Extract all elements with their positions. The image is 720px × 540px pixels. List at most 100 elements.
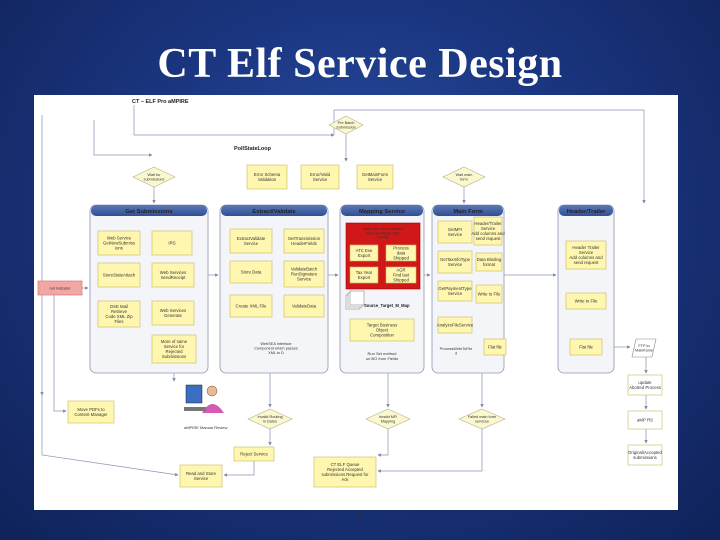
tax-year-export-text-line: Export bbox=[358, 275, 371, 280]
atc-export-text-line: ATC Exe bbox=[356, 248, 373, 253]
computer-monitor-icon bbox=[185, 384, 203, 404]
wait-main-form-decision-text-line: Wait main bbox=[456, 173, 473, 177]
process-data-shipped-text-line: Process bbox=[393, 245, 409, 250]
ht-write-to-file-label: Write to File bbox=[575, 299, 598, 304]
web-services-generate-text-line: Web Services bbox=[160, 308, 186, 313]
get-mfi-service-text-line: Service bbox=[448, 232, 463, 237]
wait-submissions-decision bbox=[132, 166, 176, 188]
read-and-store-service-text-line: Service bbox=[194, 476, 209, 481]
ftp-mainframe-text-line: FTP to bbox=[638, 344, 649, 348]
ht-service-text-line: send request bbox=[574, 260, 600, 265]
get-tax-info-type-service-text-line: GetTaxInfoType bbox=[440, 257, 471, 262]
dse-mail-retrieve-text-line: Files bbox=[114, 319, 123, 324]
data-binding-format-text-line: Data Binding bbox=[477, 257, 502, 262]
xsd-validation-note-text-line: Validation bbox=[258, 177, 277, 182]
main-form-header-trailer-service bbox=[473, 216, 503, 246]
get-payment-type-service bbox=[437, 280, 473, 302]
irs-box-label: IRS bbox=[168, 241, 175, 246]
lane-header-trailer-header bbox=[559, 205, 613, 216]
run-set-method-text-line: Run Set method bbox=[368, 351, 397, 356]
mapping-red-box-note-text-line: Format bbox=[377, 236, 388, 240]
web-service-get-new-submissions-text-line: GetNewSubmiss bbox=[103, 241, 135, 246]
lane-header-trailer-title: Header/Trailer bbox=[567, 209, 606, 215]
get-transmission-header bbox=[283, 228, 325, 254]
ht-service-text-line: Service bbox=[579, 250, 594, 255]
failed-services-decision-text-line: Failed main form bbox=[468, 415, 496, 419]
agr-find-shipped-text-line: AGR bbox=[396, 267, 405, 272]
store-state-attachments-label: StoreStateAttach bbox=[103, 273, 136, 278]
pre-batch-decision bbox=[328, 115, 364, 135]
main-write-to-file-text-line: Write to File bbox=[478, 292, 501, 297]
ht-write-to-file bbox=[565, 292, 607, 310]
ht-flat-file-label: Flat file bbox=[579, 345, 593, 350]
more-of-same-service-text-line: More of same bbox=[161, 339, 188, 344]
get-mfi-service-text-line: GetMFI bbox=[448, 227, 462, 232]
ht-service-text-line: Header Trailer bbox=[572, 245, 600, 250]
tax-year-export bbox=[349, 266, 379, 284]
web-service-get-new-submissions bbox=[97, 230, 141, 256]
invalid-routing-decision-text-line: Invalid Routing bbox=[257, 415, 282, 419]
dse-mail-retrieve-text-line: DSE Mail bbox=[110, 304, 128, 309]
store-data-label: Store Data bbox=[241, 270, 262, 275]
dse-mail-retrieve-text-line: Retrieve bbox=[111, 309, 128, 314]
main-write-to-file-label: Write to File bbox=[478, 292, 501, 297]
validate-data bbox=[283, 294, 325, 318]
flow-arrow bbox=[377, 429, 483, 473]
process-data-shipped-text-line: Shipped bbox=[393, 256, 409, 261]
amp-rs-box-text-line: aMP RS bbox=[637, 418, 653, 423]
web-service-get-new-submissions-text-line: Web Service bbox=[107, 235, 132, 240]
person-body-icon bbox=[202, 404, 224, 413]
analyze-file-service-label: AnalyzeFileService bbox=[437, 323, 474, 328]
original-accepted-submissions bbox=[627, 444, 663, 466]
invalid-mapping-decision-text-line: Invalid MFI bbox=[379, 415, 398, 419]
web-services-send-receipt bbox=[151, 262, 195, 288]
dse-mail-retrieve bbox=[97, 300, 141, 328]
read-and-store-service bbox=[179, 464, 223, 488]
original-accepted-submissions-text-line: submissions bbox=[633, 455, 657, 460]
invalid-mapping-decision bbox=[365, 408, 411, 430]
pre-batch-decision-text-line: Submission bbox=[336, 126, 356, 130]
invalid-routing-decision-text-line: in Dates bbox=[263, 420, 277, 424]
validate-data-text-line: ValidateData bbox=[292, 304, 317, 309]
process-data-shipped bbox=[385, 244, 417, 262]
mapping-service-note bbox=[300, 164, 340, 190]
web-services-generate-text-line: Generate bbox=[164, 313, 183, 318]
target-business-object-text-line: Object bbox=[376, 328, 389, 333]
update-aborted-process bbox=[627, 374, 663, 396]
main-form-header-trailer-service-text-line: Header/Trailer bbox=[474, 221, 502, 226]
diagram-header: CT – ELF Pro aMPIRE bbox=[132, 99, 189, 105]
mapping-service-note-text-line: Error/Valid bbox=[310, 172, 331, 177]
atc-export-text-line: Export bbox=[358, 253, 371, 258]
validate-batch-signature-text-line: RunSignature bbox=[291, 272, 318, 277]
wait-submissions-decision-text-line: Wait for bbox=[148, 173, 162, 177]
get-payment-type-service-text-line: GetPaymentType bbox=[438, 286, 472, 291]
update-aborted-process-text-line: Aborted Process bbox=[629, 385, 661, 390]
update-aborted-process-text-line: update bbox=[638, 380, 652, 385]
target-business-object bbox=[349, 318, 415, 342]
atc-export bbox=[349, 244, 379, 262]
desk-icon bbox=[184, 407, 206, 411]
main-form-header-trailer-service-text-line: send request bbox=[476, 236, 502, 241]
read-and-store-service-text-line: Read and Store bbox=[186, 471, 217, 476]
lane-main-form-header bbox=[433, 205, 503, 216]
main-flat-file-label: Flat file bbox=[488, 345, 502, 350]
reject-service-label: Reject Service bbox=[240, 452, 268, 457]
ht-write-to-file-text-line: Write to File bbox=[575, 299, 598, 304]
